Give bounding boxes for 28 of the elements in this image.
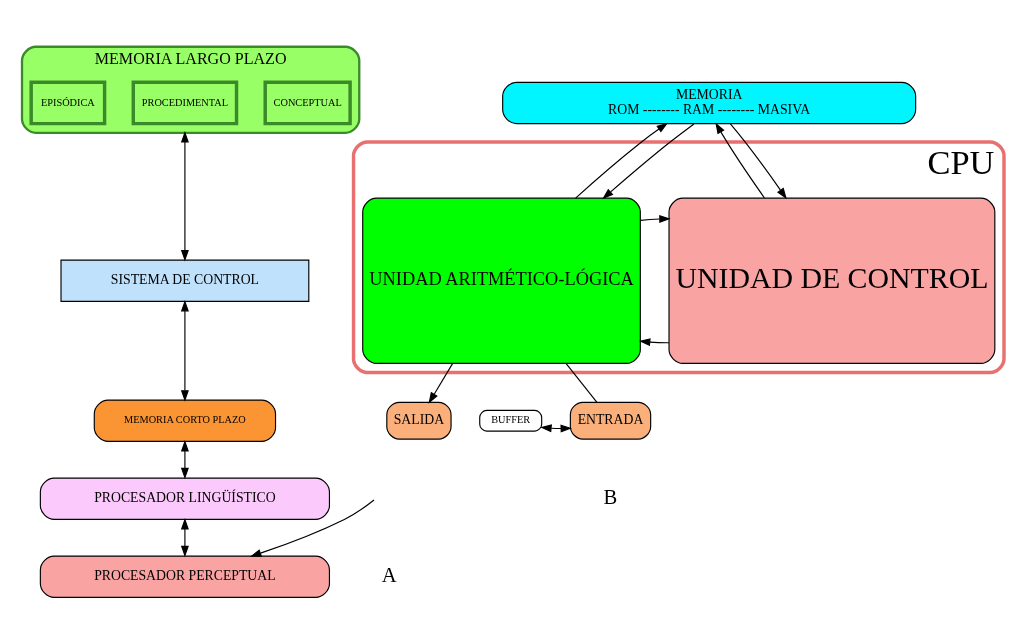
node-box: SISTEMA DE CONTROL: [60, 259, 310, 302]
node-box: PROCEDIMENTAL: [131, 80, 239, 126]
arrow: [638, 338, 670, 347]
node-box: SALIDA: [386, 401, 452, 440]
node-box: UNIDAD ARITMÉTICO-LÓGICA: [362, 197, 641, 364]
node-box: MEMORIA ROM -------- RAM -------- MASIVA: [502, 81, 917, 125]
arrow: [180, 440, 189, 480]
arrow: [428, 363, 454, 404]
node-box: EPISÓDICA: [29, 80, 107, 126]
arrow: [249, 499, 375, 557]
node-box: PROCESADOR PERCEPTUAL: [39, 555, 331, 598]
node-box: MEMORIA CORTO PLAZO: [93, 399, 277, 442]
node-box: BUFFER: [479, 409, 543, 432]
arrow: [180, 299, 189, 402]
node-box: ENTRADA: [569, 401, 652, 440]
arrow: [180, 518, 189, 558]
node-box: CONCEPTUAL: [263, 80, 352, 126]
connector: [565, 363, 598, 403]
arrow: [575, 122, 669, 199]
arrow: [640, 214, 671, 223]
label: A: [381, 563, 397, 586]
arrow: [715, 122, 765, 199]
label: B: [603, 485, 618, 508]
arrow: [180, 131, 189, 262]
node-box: PROCESADOR LINGÜÍSTICO: [39, 477, 331, 520]
arrow: [729, 123, 787, 200]
node-box: UNIDAD DE CONTROL: [668, 197, 996, 364]
arrow: [602, 123, 695, 200]
